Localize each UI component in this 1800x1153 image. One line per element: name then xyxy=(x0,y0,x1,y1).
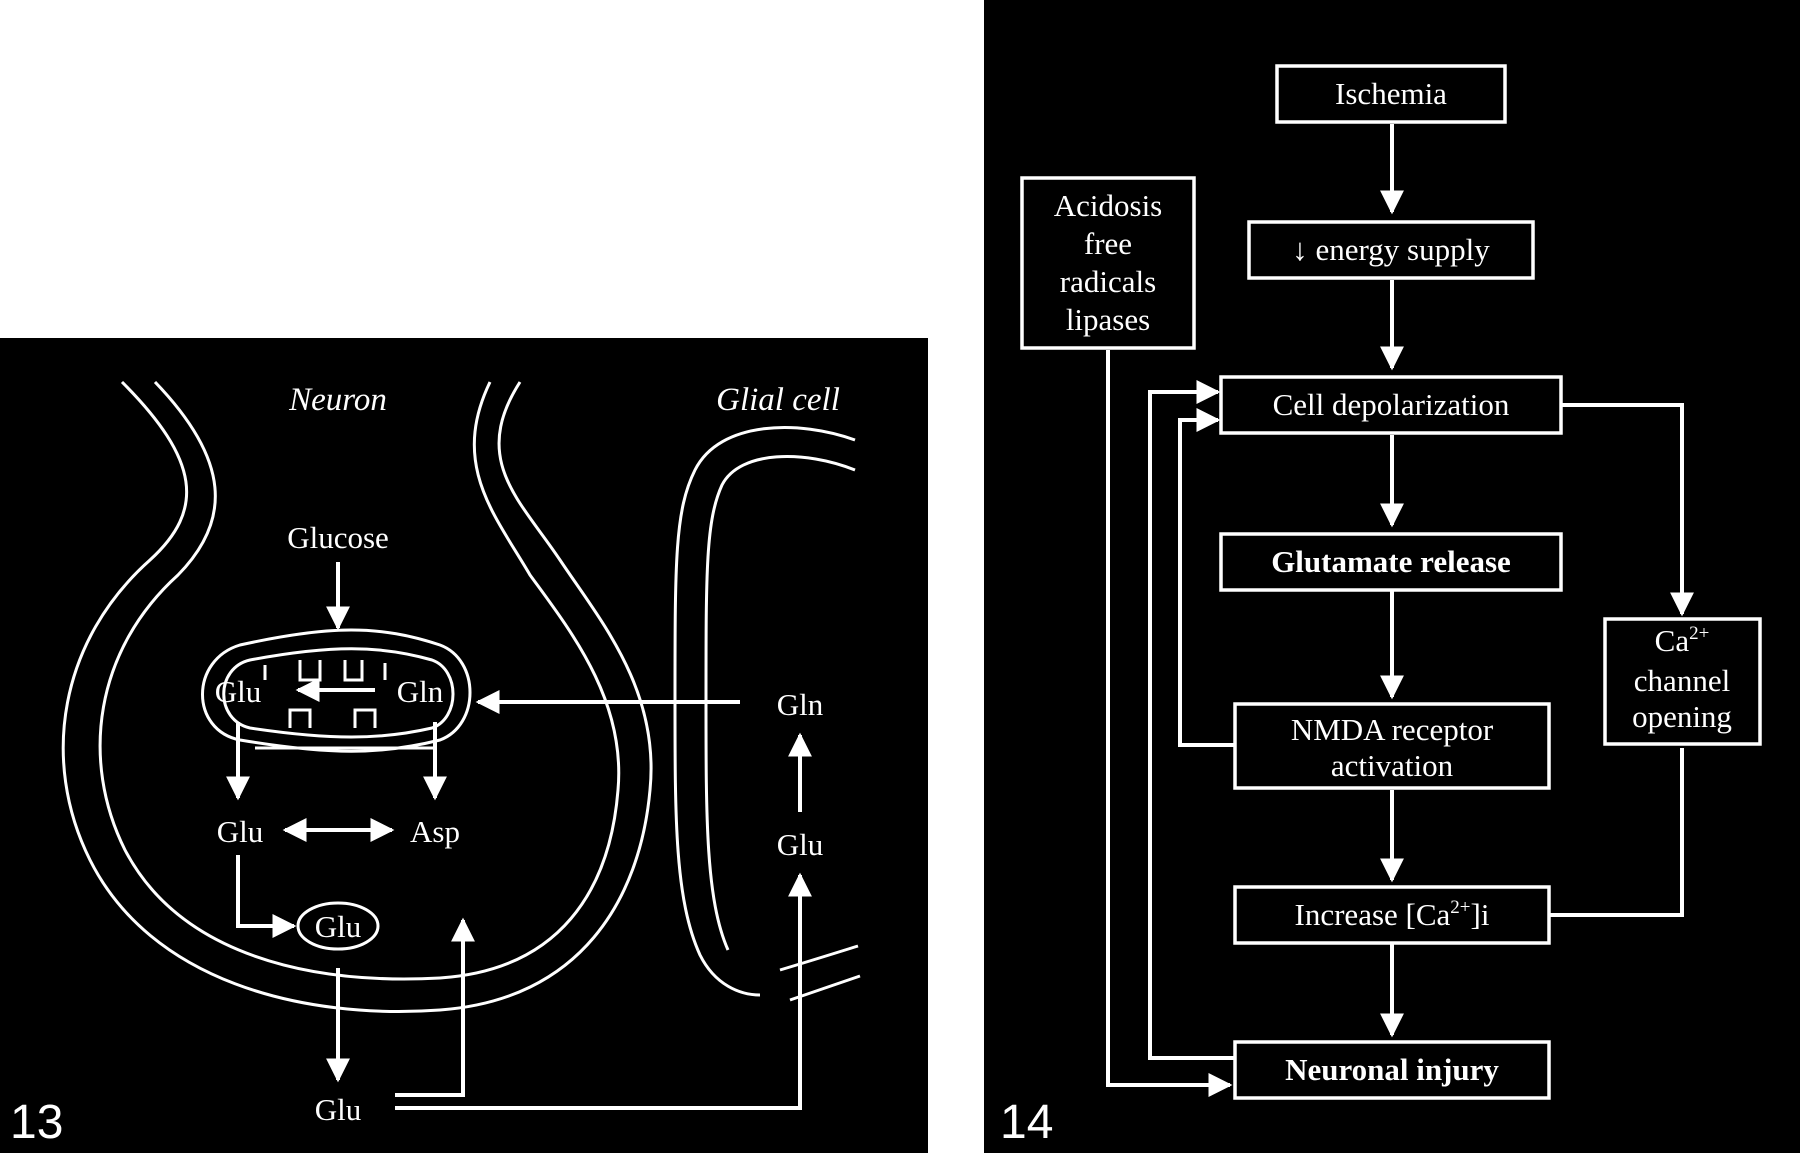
mito-gln-label: Gln xyxy=(397,674,444,709)
synaptic-glu-label: Glu xyxy=(315,1092,362,1127)
arrow-nmda-feedback xyxy=(1178,408,1235,747)
acidosis-line-2: free xyxy=(1084,226,1132,261)
synaptic-cleft-line-upper xyxy=(779,944,859,972)
neuron-membrane-outer xyxy=(61,380,653,1013)
ca-superscript: 2+ xyxy=(1689,623,1709,644)
glial-cell-label: Glial cell xyxy=(716,382,840,418)
arrow-depolarization-to-ca-channel xyxy=(1561,403,1694,617)
energy-supply-label: ↓ energy supply xyxy=(1292,232,1490,267)
glucose-label: Glucose xyxy=(287,520,389,555)
glial-membrane-inner xyxy=(704,455,856,951)
ca-channel-line-3: opening xyxy=(1632,699,1732,734)
nmda-receptor-box xyxy=(1233,702,1551,790)
panel-13: Neuron Glial cell Glucose Glu Gln Glu As… xyxy=(0,338,928,1153)
arrow-ca-channel-to-increase xyxy=(1519,748,1684,927)
mito-glu-label: Glu xyxy=(215,674,262,709)
acidosis-line-1: Acidosis xyxy=(1054,188,1163,223)
nmda-line-2: activation xyxy=(1331,748,1454,783)
arrow-uptake-glia xyxy=(395,872,812,1110)
cell-depolarization-box xyxy=(1219,375,1563,435)
arrow-acidosis-to-injury xyxy=(1106,350,1233,1097)
neuron-membrane-inner xyxy=(98,380,621,981)
acidosis-line-4: lipases xyxy=(1066,302,1150,337)
mitochondrion-outer xyxy=(201,628,472,753)
ca-channel-line-1: Ca2+ xyxy=(1655,623,1710,658)
arrow-reuptake-neuron xyxy=(395,917,475,1097)
glial-gln-label: Gln xyxy=(777,687,824,722)
glial-membrane-outer xyxy=(673,426,856,997)
increase-ca-superscript: 2+ xyxy=(1450,897,1470,918)
glu-label: Glu xyxy=(217,814,264,849)
ca-channel-box xyxy=(1603,617,1762,746)
increase-ca-label: Increase [Ca2+]i xyxy=(1295,897,1490,932)
ischemia-label: Ischemia xyxy=(1335,76,1447,111)
acidosis-line-3: radicals xyxy=(1060,264,1156,299)
glial-glu-label: Glu xyxy=(777,827,824,862)
glutamate-release-label: Glutamate release xyxy=(1271,544,1511,579)
neuronal-injury-box xyxy=(1233,1040,1551,1100)
increase-ca-box xyxy=(1233,885,1551,945)
increase-ca-prefix: Increase [Ca xyxy=(1295,897,1451,932)
asp-label: Asp xyxy=(410,814,460,849)
glutamate-release-box xyxy=(1219,532,1563,592)
ischemia-box xyxy=(1275,64,1507,124)
vesicle xyxy=(296,901,380,951)
neuron-label: Neuron xyxy=(288,382,387,418)
neuronal-injury-label: Neuronal injury xyxy=(1285,1052,1499,1087)
cell-depolarization-label: Cell depolarization xyxy=(1273,387,1510,422)
ca-text: Ca xyxy=(1655,623,1690,658)
panel-14: Ischemia ↓ energy supply Acidosis free r… xyxy=(984,0,1800,1153)
mitochondrion-inner xyxy=(222,647,455,739)
nmda-line-1: NMDA receptor xyxy=(1291,712,1494,747)
arrow-injury-feedback xyxy=(1148,380,1235,1060)
vesicle-glu-label: Glu xyxy=(315,909,362,944)
energy-supply-box xyxy=(1247,220,1535,280)
acidosis-box xyxy=(1020,176,1196,350)
panel-13-number: 13 xyxy=(10,1096,63,1149)
ca-channel-line-2: channel xyxy=(1634,663,1730,698)
increase-ca-suffix: ]i xyxy=(1471,897,1490,932)
arrow-glu-to-vesicle xyxy=(236,855,297,938)
panel-14-number: 14 xyxy=(1000,1096,1053,1149)
